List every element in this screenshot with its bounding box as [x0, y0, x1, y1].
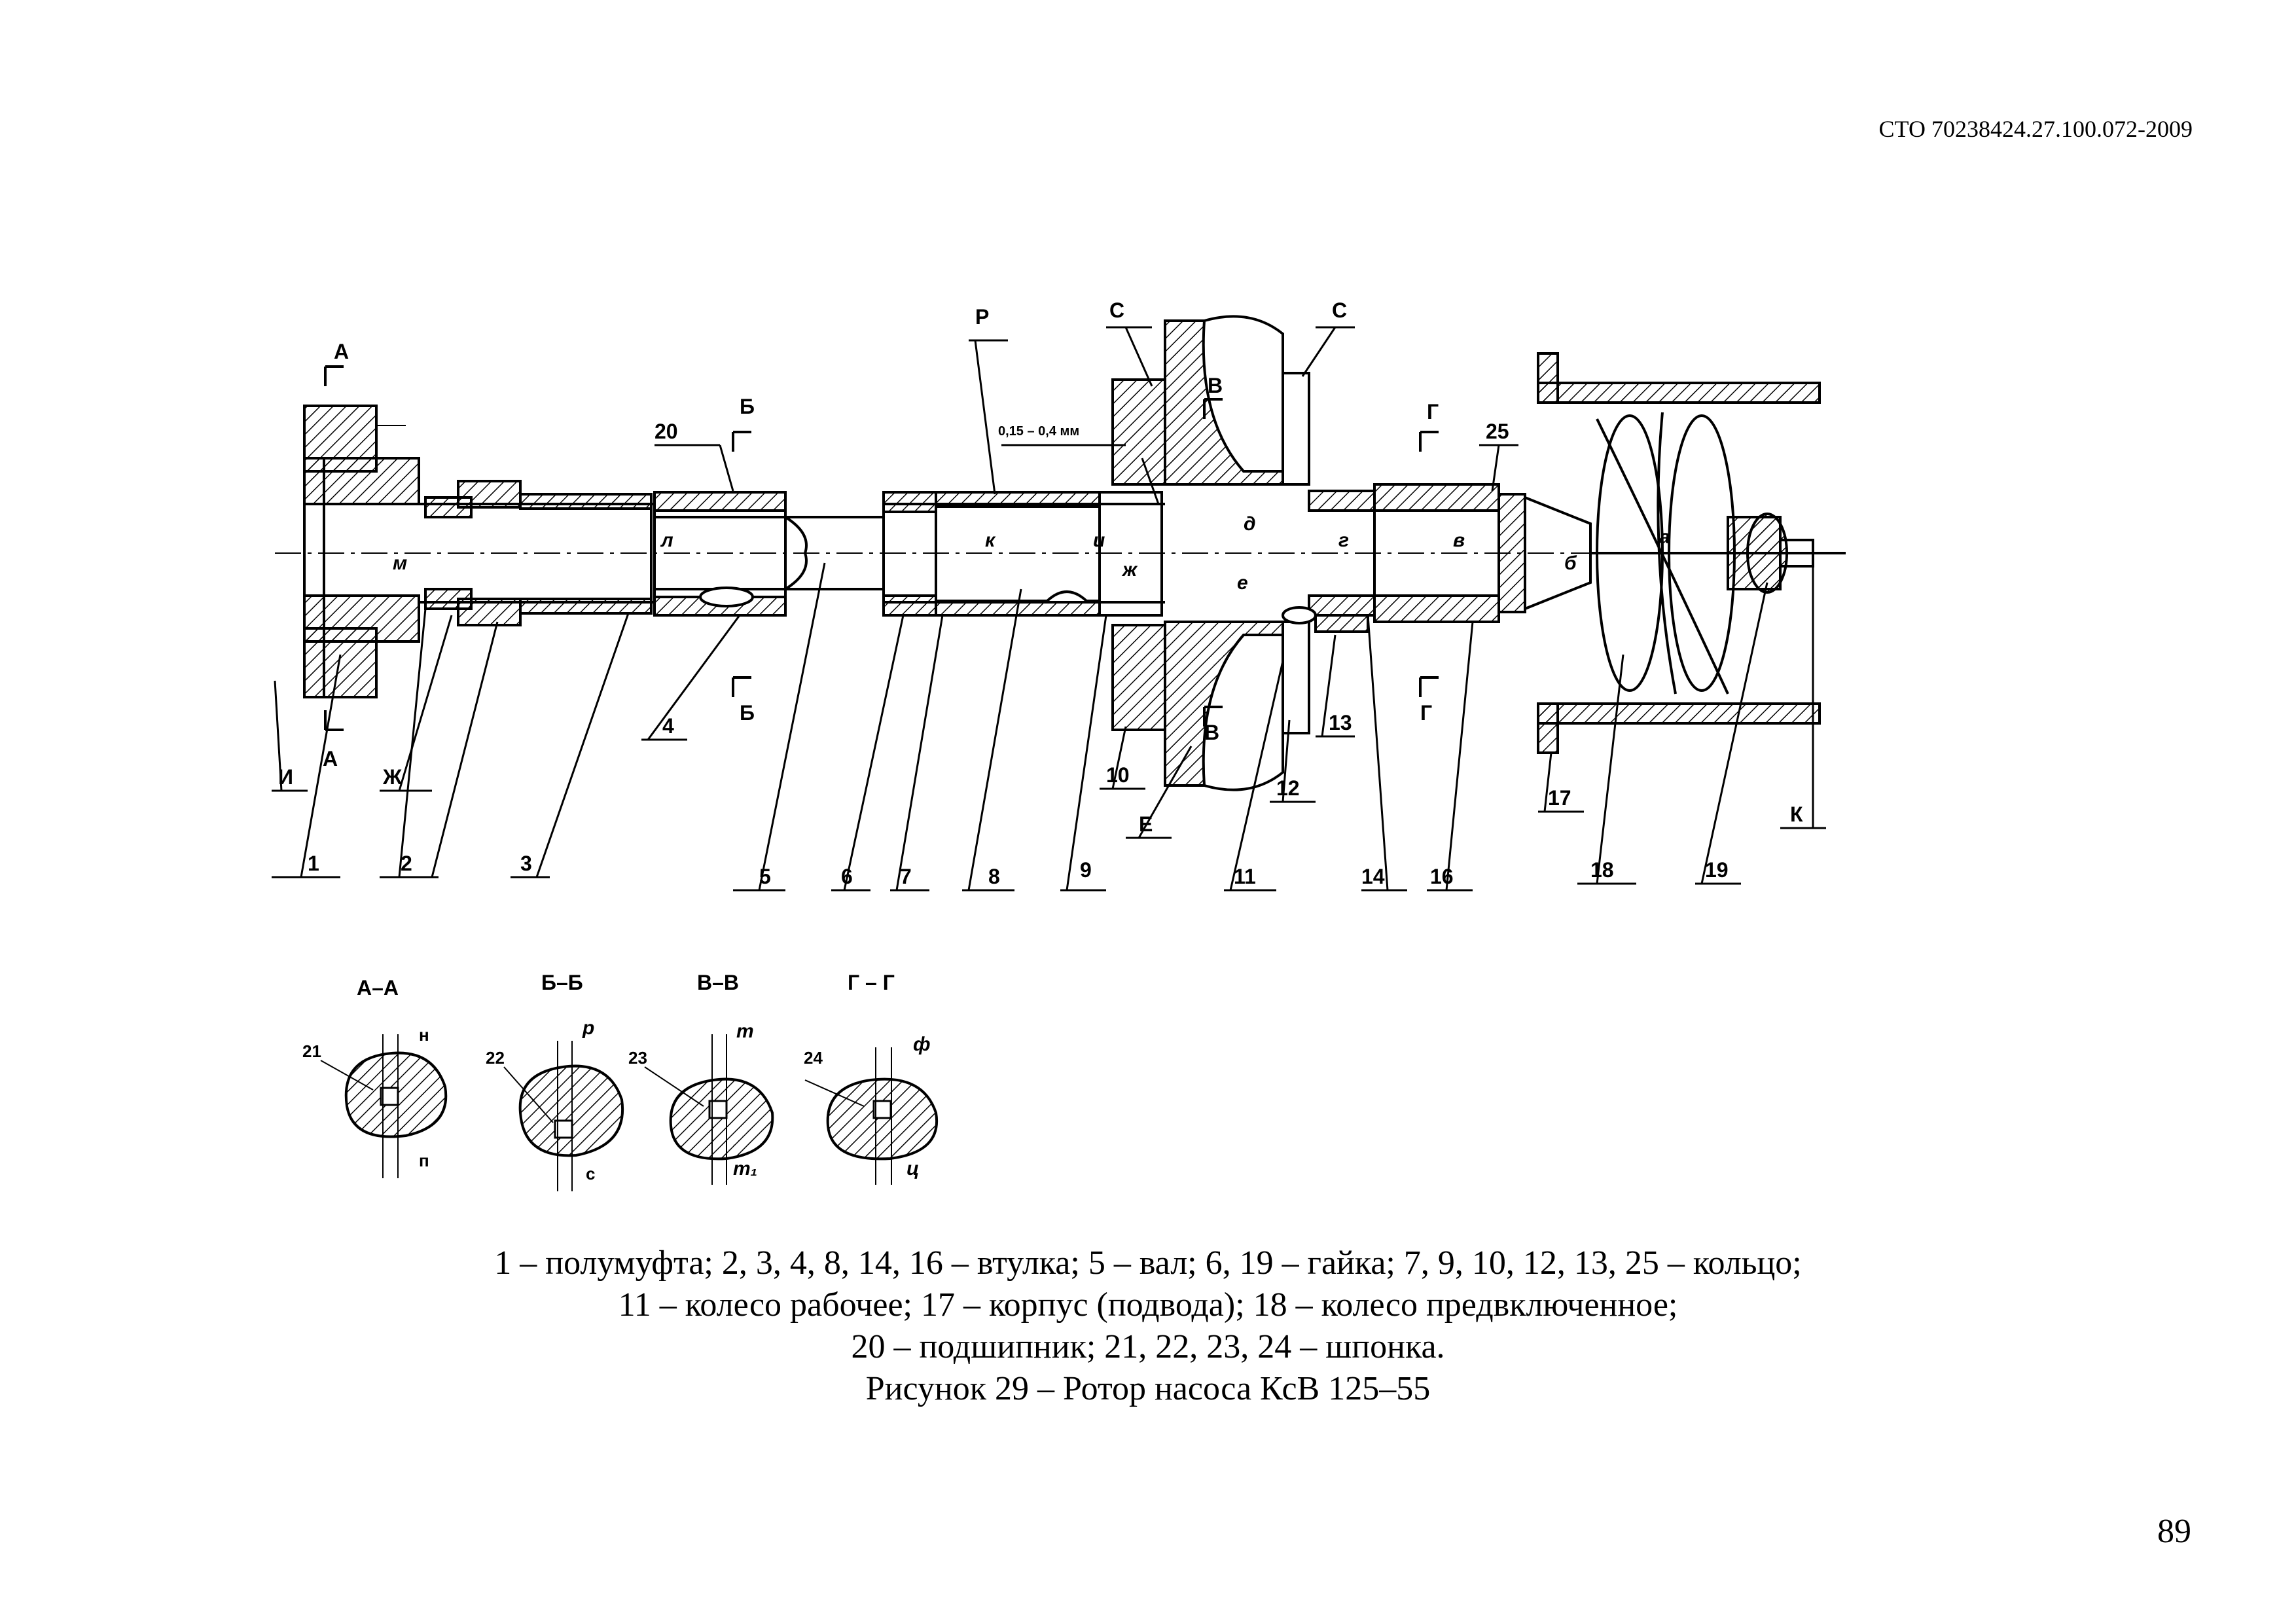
section-b-b: Б–Б 22 р с: [486, 971, 624, 1191]
section-title-a-a: А–А: [357, 976, 399, 1000]
callout-2: 2: [401, 852, 412, 875]
callout-5: 5: [759, 865, 771, 888]
dim-b: б: [1564, 552, 1577, 574]
section-v-v: В–В 23 т т₁: [628, 971, 774, 1185]
sleeve-2: [424, 480, 522, 626]
dim-r: р: [582, 1017, 594, 1039]
callout-16: 16: [1430, 865, 1454, 888]
callout-18: 18: [1590, 858, 1614, 882]
sleeve-8: [882, 491, 1163, 617]
section-title-g-g: Г – Г: [848, 971, 895, 994]
callout-11: 11: [1234, 865, 1256, 888]
callout-20: 20: [655, 420, 678, 443]
half-coupling: [303, 405, 420, 698]
callout-3: 3: [520, 852, 532, 875]
section-mark-e: Е: [1139, 812, 1153, 836]
section-mark-i: И: [278, 765, 293, 789]
bearing-sleeve: [653, 491, 787, 617]
section-mark-zh: Ж: [382, 765, 403, 789]
page-number: 89: [2157, 1513, 2191, 1550]
dim-ts: ц: [906, 1158, 919, 1180]
dim-m: м: [393, 552, 407, 574]
dim-g: г: [1338, 530, 1349, 551]
key-21: 21: [302, 1041, 321, 1061]
caption-line-3: 20 – подшипник; 21, 22, 23, 24 – шпонка.: [851, 1328, 1445, 1365]
dim-v: в: [1453, 530, 1465, 551]
clearance-note: 0,15 – 0,4 мм: [998, 424, 1079, 439]
dim-i: и: [1093, 530, 1105, 551]
figure-caption: 1 – полумуфта; 2, 3, 4, 8, 14, 16 – втул…: [0, 1242, 2296, 1410]
impeller: [1111, 315, 1310, 791]
section-mark-v-top: В: [1208, 374, 1223, 397]
callout-17: 17: [1548, 786, 1571, 810]
document-code: СТО 70238424.27.100.072-2009: [1878, 116, 2193, 142]
callout-13: 13: [1329, 711, 1352, 734]
dim-s: с: [586, 1164, 595, 1183]
section-title-b-b: Б–Б: [541, 971, 583, 994]
shaft-assembly: [275, 315, 1846, 791]
section-mark-s-right: С: [1332, 298, 1347, 322]
callout-4: 4: [662, 714, 674, 738]
sleeve-16: [1373, 483, 1526, 623]
sleeve-14: [1282, 490, 1376, 633]
dim-a: а: [1659, 526, 1670, 548]
section-mark-g-top: Г: [1427, 400, 1439, 424]
section-mark-r: Р: [975, 305, 989, 329]
key-24: 24: [804, 1048, 823, 1068]
figure-title: Рисунок 29 – Ротор насоса КсВ 125–55: [865, 1370, 1431, 1407]
callout-12: 12: [1276, 776, 1300, 800]
callout-6: 6: [841, 865, 853, 888]
dim-l: л: [660, 530, 673, 551]
section-arrows: [324, 365, 1439, 731]
section-title-v-v: В–В: [697, 971, 739, 994]
callout-14: 14: [1361, 865, 1385, 888]
caption-line-1: 1 – полумуфта; 2, 3, 4, 8, 14, 16 – втул…: [494, 1244, 1802, 1282]
section-mark-b-top: Б: [740, 395, 755, 418]
inlet-casing: [1537, 352, 1821, 754]
key-22: 22: [486, 1048, 505, 1068]
dim-t: т: [736, 1020, 754, 1042]
callout-19: 19: [1705, 858, 1729, 882]
section-mark-s-left: С: [1109, 298, 1124, 322]
dim-f: ф: [913, 1034, 931, 1055]
dim-zh: ж: [1121, 559, 1138, 581]
dim-t1: т₁: [733, 1158, 757, 1180]
dim-d: д: [1244, 513, 1256, 535]
section-mark-g-bottom: Г: [1420, 701, 1432, 725]
callout-9: 9: [1080, 858, 1092, 882]
section-mark-a-top: А: [334, 340, 349, 363]
section-mark-b-bottom: Б: [740, 701, 755, 725]
callout-8: 8: [988, 865, 1000, 888]
dim-p: п: [419, 1151, 429, 1170]
section-a-a: А–А 21 н п: [302, 976, 448, 1178]
section-mark-v-bottom: В: [1204, 721, 1219, 744]
dim-k: к: [985, 530, 996, 551]
section-mark-a-bottom: А: [323, 747, 338, 770]
callout-1: 1: [308, 852, 319, 875]
dim-n: н: [419, 1025, 429, 1045]
callout-7: 7: [900, 865, 912, 888]
callout-10: 10: [1106, 763, 1130, 787]
callout-25: 25: [1486, 420, 1509, 443]
section-mark-k: К: [1790, 803, 1803, 826]
leader-lines: [272, 326, 1826, 892]
sleeve-3: [519, 493, 653, 615]
dim-e: е: [1237, 572, 1248, 594]
key-23: 23: [628, 1048, 647, 1068]
caption-line-2: 11 – колесо рабочее; 17 – корпус (подвод…: [618, 1286, 1678, 1324]
section-g-g: Г – Г 24 ф ц: [804, 971, 939, 1185]
